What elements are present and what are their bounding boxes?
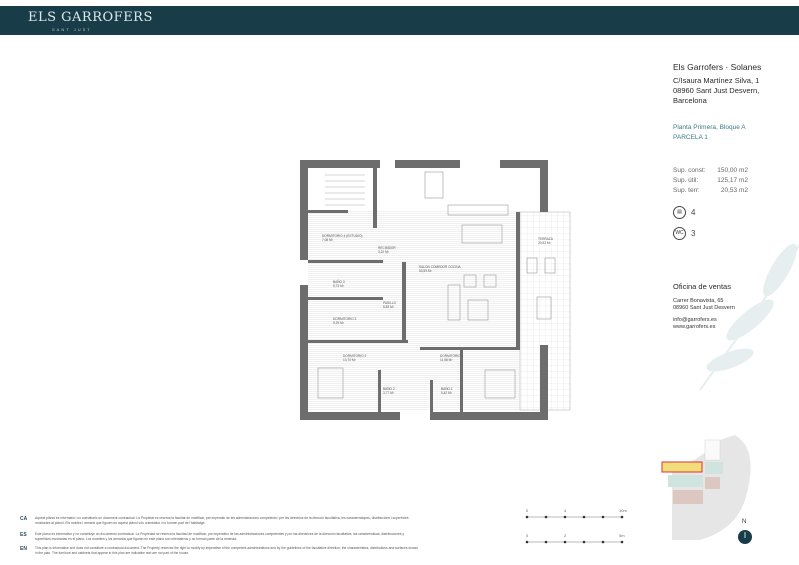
- address-line3: Barcelona: [673, 96, 707, 105]
- lang-es: ES: [20, 532, 27, 538]
- sales-office-title: Oficina de ventas: [673, 282, 731, 291]
- room-dormitorio-3: Dormitorio 39,29 m²: [333, 317, 357, 325]
- room-bano-3: Baño 35,73 m²: [333, 280, 345, 288]
- scale1-label-10: 10m: [619, 508, 627, 513]
- sales-address2: 08960 Sant Just Desvern: [673, 305, 735, 311]
- room-bano-1: Baño 15,42 m²: [441, 387, 453, 395]
- scale1-label-4: 4: [564, 508, 567, 513]
- sales-email[interactable]: info@garrofers.es: [673, 317, 717, 323]
- stair-steps: [325, 174, 365, 206]
- disclaimer-en: This plan is informative and does not co…: [35, 546, 418, 555]
- scale1-label-0: 0: [526, 508, 529, 513]
- room-bano-2: Baño 23,77 m²: [383, 387, 395, 395]
- stairs: [308, 168, 373, 210]
- logo-subtitle: SANT JUST: [52, 27, 92, 32]
- wc-icon: WC: [673, 227, 686, 240]
- floor-area: [308, 210, 520, 410]
- scale2-label-0: 0: [526, 533, 529, 538]
- lang-en: EN: [20, 546, 27, 552]
- room-recibidor: Recibidor3,22 m²: [378, 246, 396, 254]
- bathroom-count: 3: [691, 229, 696, 238]
- scale-dots: [525, 515, 624, 544]
- lang-ca: CA: [20, 516, 28, 522]
- disclaimer-ca: Aquest plànol és informatiu i no constit…: [35, 516, 409, 525]
- scale2-label-5: 5m: [619, 533, 625, 538]
- area-terr: Sup. terr: 20,53 m2: [673, 187, 748, 194]
- bed-icon: ▤: [673, 206, 686, 219]
- leaf-watermark-icon: [699, 243, 799, 391]
- room-salon: Salon comedor cocina53,59 m²: [419, 265, 461, 273]
- area-util: Sup. útil: 125,17 m2: [673, 177, 748, 184]
- logo: ELS GARROFERS: [28, 10, 153, 25]
- floor-label: Planta Primera, Bloque A: [673, 124, 746, 131]
- furniture: [317, 171, 556, 399]
- area-const: Sup. const: 150,00 m2: [673, 167, 748, 174]
- sales-address1: Carrer Bonavista, 65: [673, 298, 724, 304]
- property-name: Els Garrofers · Solanes: [673, 62, 762, 72]
- room-dormitorio-2: Dormitorio 213,70 m²: [343, 354, 367, 362]
- room-dormitorio-4: Dormitorio 4 (estudio)7,08 m²: [322, 234, 363, 242]
- north-label: N: [742, 519, 747, 525]
- address-line2: 08960 Sant Just Desvern,: [673, 86, 760, 95]
- sales-web[interactable]: www.garrofers.es: [673, 324, 716, 330]
- parcel-label: PARCELA 1: [673, 134, 708, 141]
- walls: [300, 160, 548, 420]
- room-dormitorio-1: Dormitorio 111,68 m²: [440, 354, 464, 362]
- site-map: [661, 435, 751, 540]
- scale2-label-2: 2: [564, 533, 567, 538]
- room-terraza: Terraza20,53 m²: [538, 237, 553, 245]
- disclaimer-es: Este plano es informativo y no constituy…: [35, 532, 405, 541]
- room-pasillo: Pasillo8,83 m²: [383, 301, 397, 309]
- header-bar: ELS GARROFERS SANT JUST: [0, 6, 799, 35]
- address-line1: C/Isaura Martínez Silva, 1: [673, 76, 760, 85]
- bedroom-count: 4: [691, 208, 696, 217]
